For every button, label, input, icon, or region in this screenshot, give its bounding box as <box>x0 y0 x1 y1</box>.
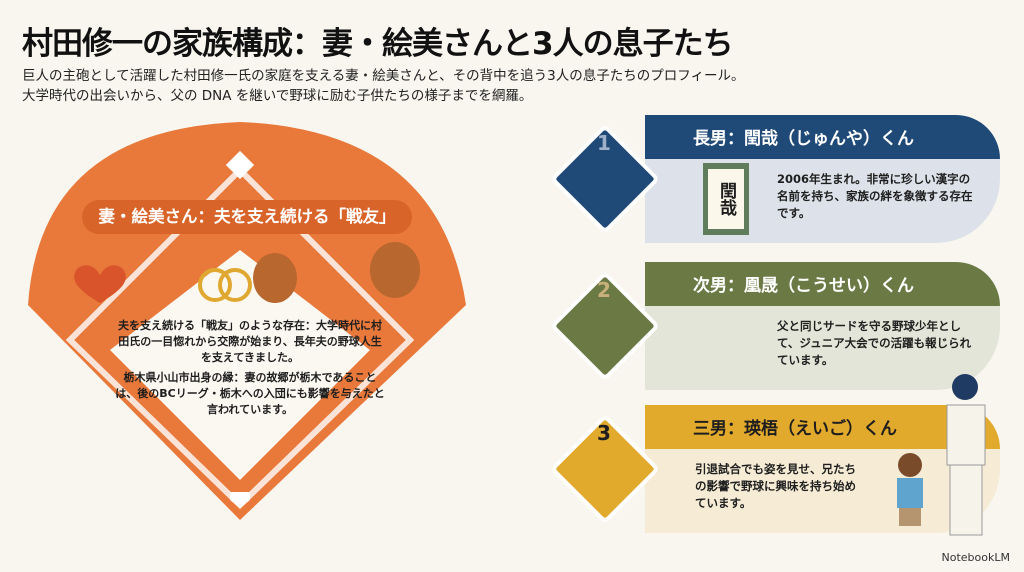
scroll-text: 閏哉 <box>708 169 744 229</box>
notebooklm-brand: NotebookLM <box>941 551 1010 564</box>
son-1-heading: 長男：閏哉（じゅんや）くん <box>693 129 914 149</box>
son-1-description: 2006年生まれ。非常に珍しい漢字の名前を持ち、家族の絆を象徴する存在です。 <box>777 172 973 220</box>
wife-para-2: 栃木県小山市出身の縁：妻の故郷が栃木であることは、後のBCリーグ・栃木への入団に… <box>115 371 385 416</box>
son-card-1: 長男：閏哉（じゅんや）くん 1 閏哉 2006年生まれ。非常に珍しい漢字の名前を… <box>545 115 1000 243</box>
son-number: 2 <box>597 278 611 302</box>
wife-heading: 妻・絵美さん：夫を支え続ける「戦友」 <box>82 200 412 234</box>
son-2-heading: 次男：凰晟（こうせい）くん <box>693 276 914 296</box>
father-and-son-illustration <box>897 374 986 536</box>
rings-icon <box>198 268 232 302</box>
son-number: 3 <box>597 421 611 445</box>
son-3-heading: 三男：瑛梧（えいご）くん <box>693 419 897 439</box>
son-card-2: 次男：凰晟（こうせい）くん 2 父と同じサードを守る野球少年として、ジュニア大会… <box>545 262 1000 390</box>
wife-description: 夫を支え続ける「戦友」のような存在：大学時代に村田氏の一目惚れから交際が始まり、… <box>115 318 385 422</box>
home-plate-icon <box>230 492 250 508</box>
wife-para-1: 夫を支え続ける「戦友」のような存在：大学時代に村田氏の一目惚れから交際が始まり、… <box>118 319 382 364</box>
scroll-icon: 閏哉 <box>703 163 749 235</box>
page-title: 村田修一の家族構成：妻・絵美さんと3人の息子たち <box>22 26 734 62</box>
son-card-3: 三男：瑛梧（えいご）くん 3 引退試合でも姿を見せ、兄たちの影響で野球に興味を持… <box>545 405 1000 533</box>
glove-icon <box>253 253 297 303</box>
subtitle-line-1: 巨人の主砲として活躍した村田修一氏の家庭を支える妻・絵美さんと、その背中を追う3… <box>22 68 745 84</box>
son-2-description: 父と同じサードを守る野球少年として、ジュニア大会での活躍も報じられています。 <box>777 319 972 367</box>
son-number: 1 <box>597 131 611 155</box>
son-3-description: 引退試合でも姿を見せ、兄たちの影響で野球に興味を持ち始めています。 <box>695 462 856 510</box>
baseball-field-graphic <box>28 122 466 520</box>
heart-icon <box>74 265 126 303</box>
subtitle-line-2: 大学時代の出会いから、父の DNA を継いで野球に励む子供たちの様子までを網羅。 <box>22 88 533 104</box>
glove-icon-right <box>370 242 420 298</box>
